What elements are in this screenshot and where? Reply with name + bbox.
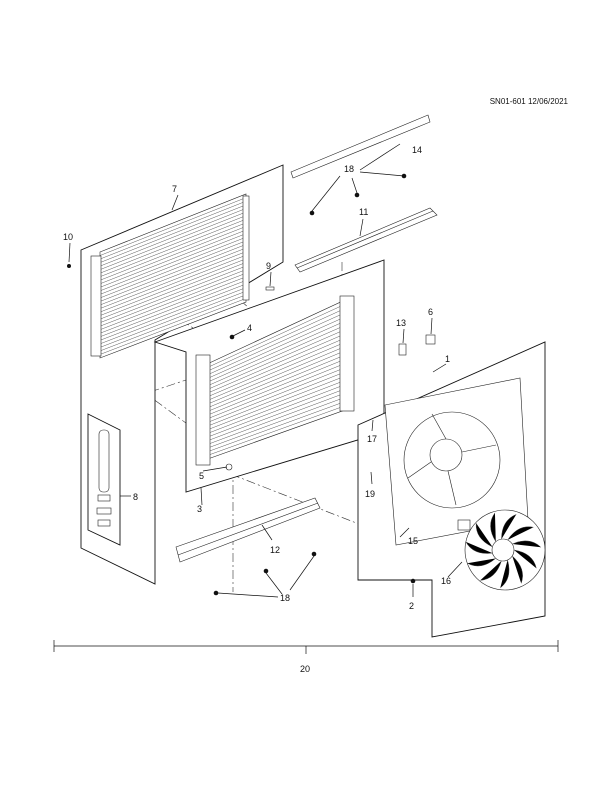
callout-15: 15 (408, 536, 418, 546)
receiver-dryer (96, 429, 112, 527)
callout-11: 11 (359, 207, 368, 217)
callout-18-top: 18 (344, 164, 354, 174)
callout-20: 20 (300, 664, 310, 674)
callout-12: 12 (270, 545, 280, 555)
callout-8: 8 (133, 492, 138, 502)
callout-10: 10 (63, 232, 73, 242)
callout-6: 6 (428, 307, 433, 317)
callout-19: 19 (365, 489, 375, 499)
callout-7: 7 (172, 184, 177, 194)
cooling-fan (457, 509, 546, 591)
assembly-bracket (53, 640, 559, 654)
callout-2: 2 (409, 601, 414, 611)
callout-5: 5 (199, 471, 204, 481)
callout-13: 13 (396, 318, 406, 328)
callout-9: 9 (266, 261, 271, 271)
document-id: SN01-601 12/06/2021 (489, 97, 568, 106)
callout-14: 14 (412, 145, 422, 155)
lower-air-baffle (175, 497, 321, 563)
callout-1: 1 (445, 354, 450, 364)
fan-shroud (384, 377, 529, 546)
condenser (90, 193, 250, 359)
callout-18-bottom: 18 (280, 593, 290, 603)
leader-lines (68, 143, 463, 598)
callout-labels: 1 2 3 4 5 6 7 8 9 10 11 12 13 14 15 16 1… (63, 145, 451, 674)
upper-air-baffle (294, 207, 438, 273)
callout-3: 3 (197, 504, 202, 514)
callout-17: 17 (367, 434, 377, 444)
radiator (195, 295, 355, 471)
callout-4: 4 (247, 323, 252, 333)
callout-16: 16 (441, 576, 451, 586)
upper-seal (290, 114, 431, 179)
